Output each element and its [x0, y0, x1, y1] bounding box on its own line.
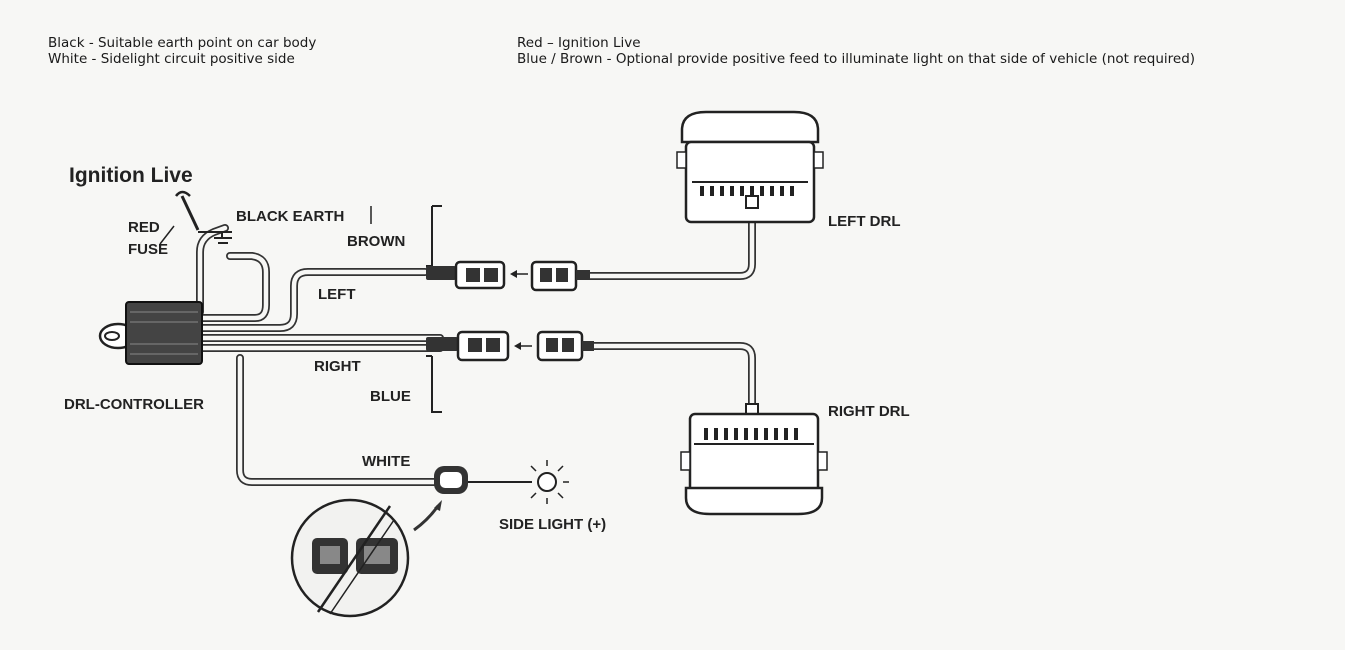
blue-label: BLUE	[370, 388, 411, 405]
wire-right-drl	[588, 342, 756, 412]
ignition-live-label: Ignition Live	[69, 164, 193, 187]
white-label: WHITE	[362, 453, 410, 470]
brown-bracket	[426, 205, 442, 267]
white-inline-connector	[434, 466, 468, 494]
legend-red: Red – Ignition Live	[517, 35, 641, 51]
connector-right-male	[536, 330, 594, 362]
earth-icon	[198, 206, 372, 244]
drl-controller-label: DRL-CONTROLLER	[64, 396, 204, 413]
connector-left-female	[426, 260, 506, 290]
fuse-label: FUSE	[128, 241, 168, 258]
brown-label: BROWN	[347, 233, 405, 250]
wire-white	[236, 354, 444, 486]
drl-controller-box	[98, 301, 203, 365]
bulb-icon	[525, 460, 569, 504]
curved-arrow-icon	[413, 500, 442, 532]
fuse-icon	[159, 190, 200, 245]
connector-inset-detail	[290, 498, 410, 618]
right-drl-label: RIGHT DRL	[828, 403, 910, 420]
wire-black-earth	[196, 252, 270, 322]
right-drl-lamp	[680, 403, 828, 516]
side-light-label: SIDE LIGHT (+)	[499, 516, 606, 533]
arrow-right-icon	[514, 342, 532, 350]
right-label: RIGHT	[314, 358, 361, 375]
legend-left: Black - Suitable earth point on car body…	[48, 35, 316, 67]
wire-left	[196, 268, 429, 332]
legend-white: White - Sidelight circuit positive side	[48, 51, 295, 67]
left-label: LEFT	[318, 286, 356, 303]
legend-right: Red – Ignition Live Blue / Brown - Optio…	[517, 35, 1195, 67]
legend-black: Black - Suitable earth point on car body	[48, 35, 317, 51]
red-label: RED	[128, 219, 160, 236]
left-drl-label: LEFT DRL	[828, 213, 901, 230]
black-earth-label: BLACK EARTH	[236, 208, 344, 225]
arrow-left-icon	[510, 270, 528, 278]
left-drl-lamp	[676, 110, 824, 224]
wire-left-drl	[584, 204, 756, 280]
wire-ignition-red	[196, 224, 229, 316]
connector-right-female	[426, 330, 510, 362]
legend-blue-brown: Blue / Brown - Optional provide positive…	[517, 51, 1196, 67]
connector-left-male	[530, 260, 590, 292]
blue-bracket	[426, 355, 442, 413]
wire-right	[196, 334, 444, 352]
